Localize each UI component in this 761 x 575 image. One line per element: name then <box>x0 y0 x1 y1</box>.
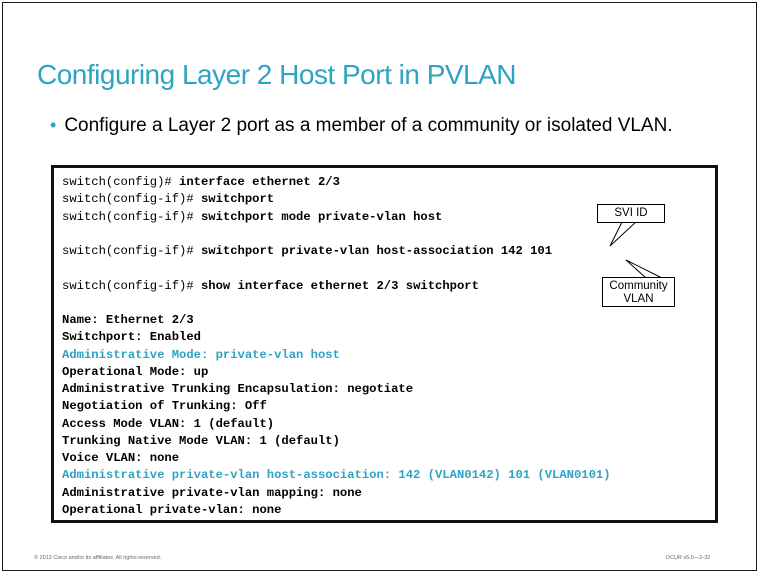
svi-id-pointer <box>609 221 638 247</box>
svi-id-label: SVI ID <box>614 207 648 219</box>
svi-id-callout: SVI ID <box>597 204 665 223</box>
output-line-highlight: Administrative Mode: private-vlan host <box>62 348 340 362</box>
cli-prompt: switch(config)# <box>62 175 180 189</box>
command-line: switch(config)# interface ethernet 2/3 <box>62 175 340 189</box>
community-vlan-pointer <box>625 259 663 279</box>
cli-prompt: switch(config-if)# <box>62 192 201 206</box>
cli-prompt: switch(config-if)# <box>62 279 201 293</box>
output-line: Name: Ethernet 2/3 <box>62 313 194 327</box>
footer-copyright: © 2012 Cisco and/or its affiliates. All … <box>34 555 162 561</box>
community-vlan-label-line2: VLAN <box>623 293 654 305</box>
output-line: Administrative private-vlan mapping: non… <box>62 486 362 500</box>
output-line-highlight: Administrative private-vlan host-associa… <box>62 468 611 482</box>
output-line: Voice VLAN: none <box>62 451 180 465</box>
command-line: switch(config-if)# switchport <box>62 192 274 206</box>
cli-output-box: switch(config)# interface ethernet 2/3 s… <box>51 165 718 523</box>
cli-command: switchport mode private-vlan host <box>200 210 443 224</box>
command-line: switch(config-if)# show interface ethern… <box>62 279 479 293</box>
cli-command: switchport private-vlan host-association… <box>200 244 553 258</box>
cli-command: interface ethernet 2/3 <box>179 175 340 189</box>
cli-prompt: switch(config-if)# <box>62 210 201 224</box>
output-line: Trunking Native Mode VLAN: 1 (default) <box>62 434 340 448</box>
command-line: switch(config-if)# switchport mode priva… <box>62 210 442 224</box>
command-line: switch(config-if)# switchport private-vl… <box>62 244 552 258</box>
community-vlan-label-line1: Community <box>609 280 668 292</box>
cli-command: switchport <box>200 192 275 206</box>
output-line: Operational private-vlan: none <box>62 503 282 517</box>
community-vlan-callout: Community VLAN <box>602 277 675 307</box>
output-line: Switchport: Enabled <box>62 330 201 344</box>
output-line: Negotiation of Trunking: Off <box>62 399 267 413</box>
cli-prompt: switch(config-if)# <box>62 244 201 258</box>
slide-title: Configuring Layer 2 Host Port in PVLAN <box>37 59 517 90</box>
footer-course-code: DCUR v5.0—2-32 <box>666 555 711 561</box>
cli-command: show interface ethernet 2/3 switchport <box>200 279 479 293</box>
bullet-item: • Configure a Layer 2 port as a member o… <box>50 115 673 137</box>
bullet-icon: • <box>50 115 57 135</box>
output-line: Operational Mode: up <box>62 365 209 379</box>
bullet-text: Configure a Layer 2 port as a member of … <box>64 115 673 136</box>
output-line: Access Mode VLAN: 1 (default) <box>62 417 275 431</box>
output-line: Administrative Trunking Encapsulation: n… <box>62 382 414 396</box>
